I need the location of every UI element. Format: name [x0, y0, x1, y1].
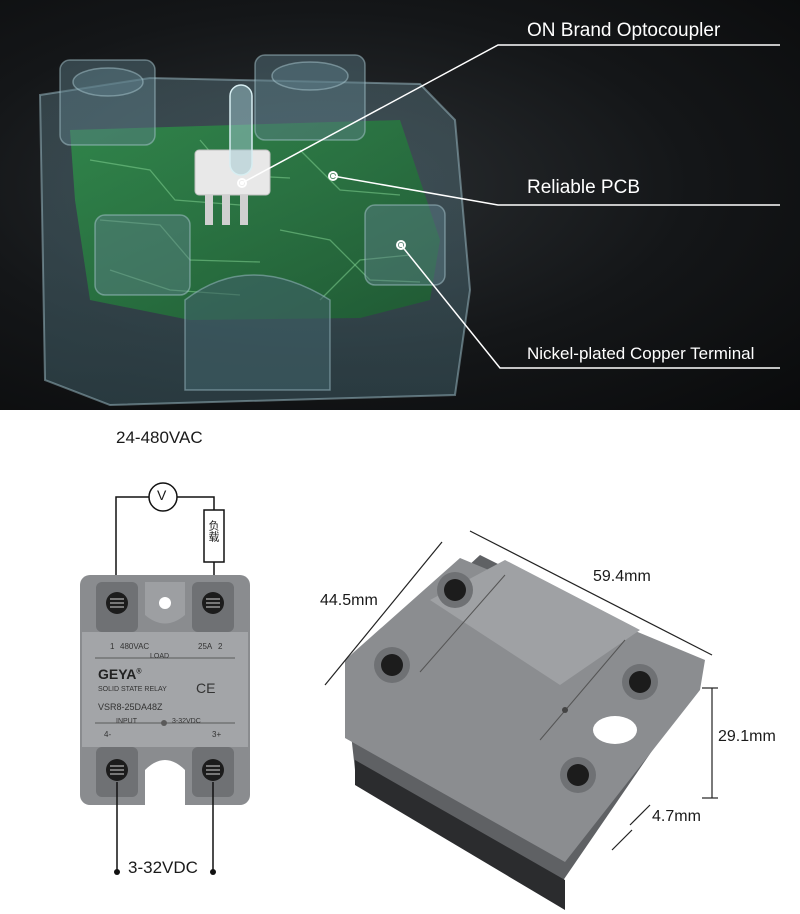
trademark: ®	[136, 668, 142, 676]
pcb-board	[70, 120, 440, 320]
relay-type-label: SOLID STATE RELAY	[98, 686, 167, 693]
relay-front-view	[80, 575, 250, 805]
terminal-4-number: 4	[104, 730, 109, 739]
dimension-width: 44.5mm	[320, 592, 378, 609]
ac-voltage-label: 24-480VAC	[116, 428, 203, 447]
callout-lines	[241, 44, 780, 369]
terminal-3-number: 3	[212, 730, 217, 739]
dimension-terminal-height: 4.7mm	[652, 808, 701, 825]
brand-logo: GEYA®	[98, 666, 142, 682]
input-text: INPUT	[116, 718, 137, 725]
load-symbol	[203, 509, 225, 563]
relay-isometric-view	[345, 555, 705, 910]
dc-wiring	[116, 782, 214, 872]
ce-mark: CE	[196, 680, 216, 696]
terminal-3-sign: +	[216, 730, 222, 739]
transparent-relay-illustration	[38, 44, 780, 407]
wiring-dimensions-panel: 24-480VAC V 负载 3-32VDC 1 480VAC 25A 2 LO…	[0, 410, 800, 914]
dimension-height: 29.1mm	[718, 728, 776, 745]
internal-structure-panel: ON Brand Optocoupler Reliable PCB Nickel…	[0, 0, 800, 410]
voltmeter-label: V	[157, 487, 167, 503]
input-voltage-label: 3-32VDC	[172, 718, 201, 725]
dimension-length: 59.4mm	[593, 568, 651, 585]
optocoupler-tube	[229, 84, 253, 176]
callout-optocoupler: ON Brand Optocoupler	[527, 20, 721, 41]
brand-text: GEYA	[98, 666, 137, 682]
terminal-4-sign: -	[108, 730, 112, 739]
relay-diagrams	[80, 482, 718, 910]
callout-pcb: Reliable PCB	[527, 177, 640, 198]
model-label: VSR8-25DA48Z	[98, 702, 163, 712]
callout-terminal: Nickel-plated Copper Terminal	[527, 344, 755, 363]
current-label: 25A	[198, 642, 213, 651]
load-text: LOAD	[150, 653, 170, 660]
terminal-1-label: 1	[110, 642, 115, 651]
load-label: 负载	[207, 520, 219, 542]
terminal-4-label: 4-	[104, 730, 111, 739]
dc-voltage-label: 3-32VDC	[128, 858, 198, 877]
terminal-arch	[184, 274, 331, 391]
terminal-3-label: 3+	[212, 730, 221, 739]
terminal-2-label: 2	[218, 642, 223, 651]
voltmeter-symbol	[148, 482, 178, 512]
dimension-lines	[324, 530, 718, 851]
load-voltage-label: 480VAC	[120, 642, 150, 651]
